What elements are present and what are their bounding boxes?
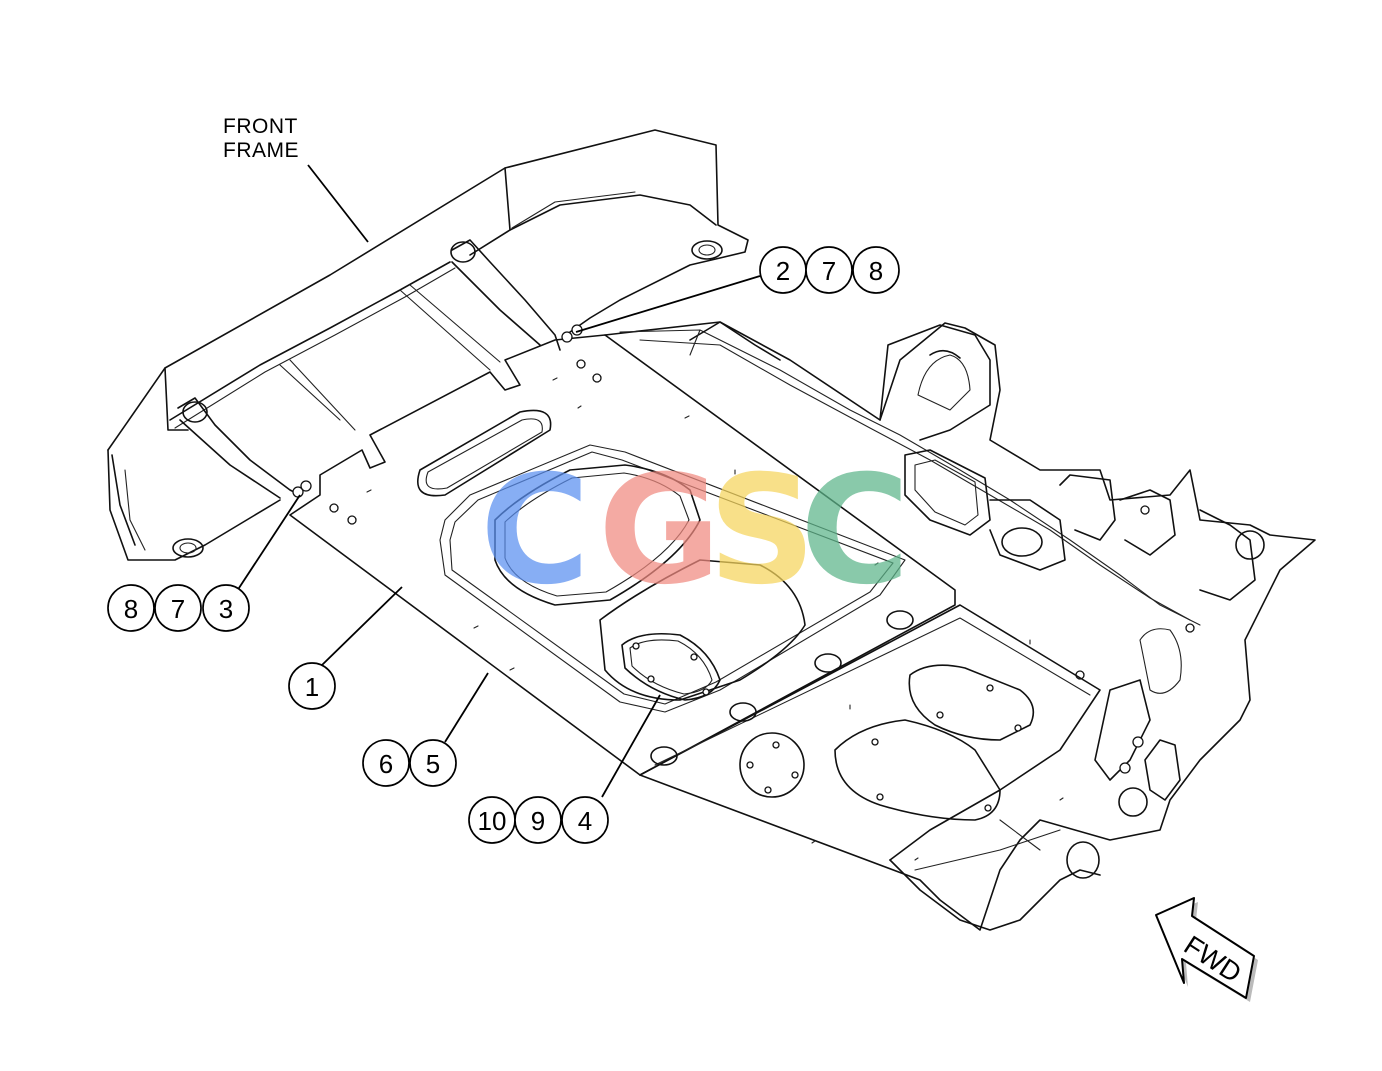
callout-8: 8 xyxy=(107,584,155,632)
chassis-drawing xyxy=(604,321,1316,931)
watermark-letter-4: C xyxy=(800,444,910,618)
forward-arrow-icon: FWD xyxy=(1155,897,1258,1002)
svg-text:8: 8 xyxy=(124,594,138,624)
front-frame-label-line1: FRONT xyxy=(223,115,298,138)
watermark-letter-1: C xyxy=(480,444,590,618)
svg-text:7: 7 xyxy=(822,256,836,286)
callout-7: 7 xyxy=(154,584,202,632)
guard-plate-drawing xyxy=(289,334,956,776)
front-frame-label-line2: FRAME xyxy=(223,139,299,162)
watermark-letter-2: G xyxy=(598,444,721,618)
callout-3: 3 xyxy=(202,584,250,632)
svg-text:1: 1 xyxy=(305,672,319,702)
watermark: C G S C xyxy=(480,444,910,618)
leader-873 xyxy=(236,494,301,592)
watermark-letter-3: S xyxy=(708,444,816,618)
svg-text:4: 4 xyxy=(578,806,592,836)
svg-text:6: 6 xyxy=(379,749,393,779)
callout-10: 10 xyxy=(468,796,516,844)
front-frame-label: FRONT FRAME xyxy=(223,115,369,243)
leader-lines xyxy=(236,275,761,798)
callout-7: 7 xyxy=(805,246,853,294)
svg-text:9: 9 xyxy=(531,806,545,836)
callout-2: 2 xyxy=(759,246,807,294)
leader-278 xyxy=(575,275,761,333)
leader-1094 xyxy=(601,694,661,798)
svg-text:10: 10 xyxy=(478,806,507,836)
callout-9: 9 xyxy=(514,796,562,844)
callout-8: 8 xyxy=(852,246,900,294)
svg-text:8: 8 xyxy=(869,256,883,286)
callouts: 2 7 8 8 7 3 1 6 5 10 9 4 xyxy=(107,246,900,844)
callout-1: 1 xyxy=(288,662,336,710)
svg-text:7: 7 xyxy=(171,594,185,624)
callout-5: 5 xyxy=(409,739,457,787)
front-frame-leader xyxy=(307,164,369,243)
attach-bolts xyxy=(292,324,583,498)
leader-65 xyxy=(444,672,489,743)
svg-text:2: 2 xyxy=(776,256,790,286)
svg-text:3: 3 xyxy=(219,594,233,624)
leader-1 xyxy=(321,586,403,666)
callout-6: 6 xyxy=(362,739,410,787)
svg-text:5: 5 xyxy=(426,749,440,779)
front-frame-drawing xyxy=(107,129,749,561)
callout-4: 4 xyxy=(561,796,609,844)
